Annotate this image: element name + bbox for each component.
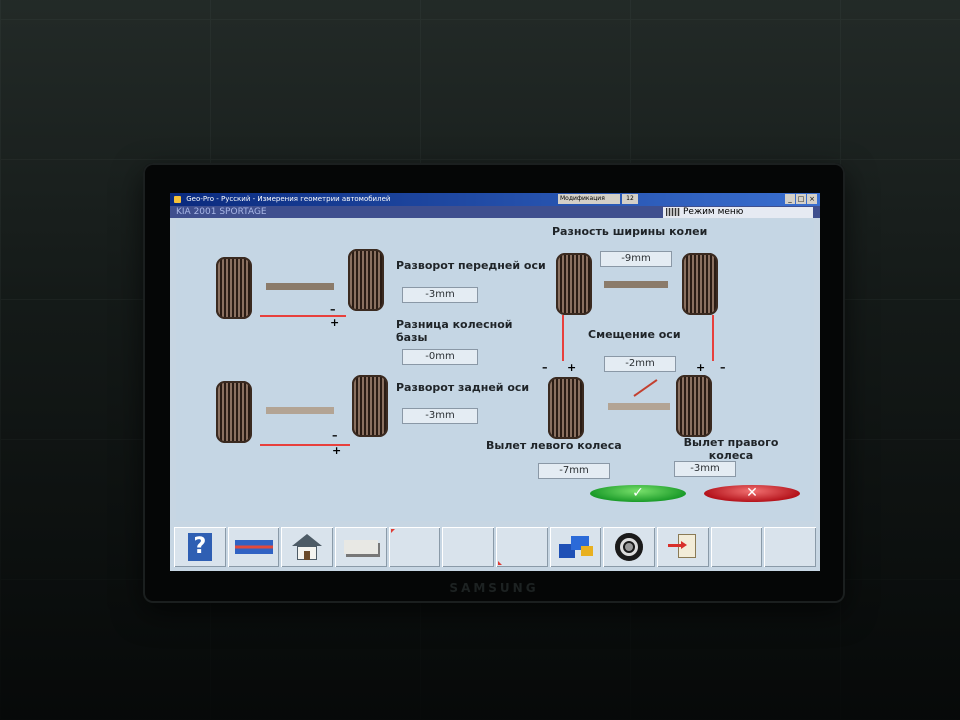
plate-icon [343,540,378,554]
app-icon [174,196,181,203]
vehicle-name: KIA 2001 SPORTAGE [176,207,267,217]
taskbar-item[interactable]: Модификация [558,194,620,204]
vehicle-flag-icon [234,540,273,554]
left-setback-value: -7mm [538,463,610,479]
empty-tool-1[interactable] [388,527,441,567]
menu-mode-label: Режим меню [683,207,744,217]
right-minus-sign: – [720,361,726,374]
rear-toe-indicator [260,444,350,446]
app-screen: Geo-Pro - Русский - Измерения геометрии … [170,193,820,571]
window-controls: _ □ × [785,194,817,204]
wheelbase-diff-label: Разница колесной базы [396,318,513,344]
empty-tool-3[interactable] [496,527,548,567]
check-icon: ✓ [632,485,644,501]
rear-view-left-tire [556,253,592,315]
empty-tool-4[interactable] [710,527,763,567]
window-title-bar: Geo-Pro - Русский - Измерения геометрии … [170,193,820,206]
wheelbase-diff-value: -0mm [402,349,478,365]
vehicle-bar: KIA 2001 SPORTAGE Режим меню [170,206,820,218]
machine-button[interactable] [549,527,602,567]
right-plus-sign: + [696,361,706,374]
rear-minus-sign: – [332,429,338,442]
window-title: Geo-Pro - Русский - Измерения геометрии … [186,195,391,203]
right-setback-label: Вылет правого колеса [683,436,779,462]
empty-tool-2[interactable] [442,527,495,567]
left-plus-sign: + [567,361,577,374]
bottom-toolbar: ? [174,527,817,567]
rear-axle [266,407,334,414]
rear-plus-sign: + [332,444,342,457]
rear-view-right-tire [682,253,718,315]
machine-icon [558,534,593,560]
front-view-axle [608,403,670,410]
rear-view-axle [604,281,668,288]
axle-offset-pointer [633,379,658,397]
rear-left-tire [216,381,252,443]
wheel-icon [615,533,644,561]
rear-toe-value: -3mm [402,408,478,424]
close-button[interactable]: × [807,194,817,204]
track-width-diff-value: -9mm [600,251,672,267]
home-icon [292,534,323,560]
axle-offset-value: -2mm [604,356,676,372]
cancel-button[interactable]: ✕ [704,485,800,502]
plate-button[interactable] [335,527,387,567]
help-button[interactable]: ? [174,527,226,567]
right-setback-value: -3mm [674,461,736,477]
front-plus-sign: + [330,316,340,329]
exit-icon [667,534,698,560]
menu-mode-button[interactable]: Режим меню [663,207,813,218]
wheel-button[interactable] [603,527,656,567]
help-icon: ? [187,533,212,561]
front-minus-sign: – [330,303,336,316]
rear-right-tire [352,375,388,437]
monitor-brand: SAMSUNG [449,581,539,595]
minimize-button[interactable]: _ [785,194,795,204]
taskbar-item-2[interactable]: 12 [622,194,638,204]
confirm-button[interactable]: ✓ [590,485,686,502]
front-left-tire [216,257,252,319]
home-button[interactable] [281,527,334,567]
rear-toe-label: Разворот задней оси [396,381,530,394]
empty-tool-5[interactable] [764,527,817,567]
maximize-button[interactable]: □ [796,194,806,204]
front-axle [266,283,334,290]
right-offset-line [712,315,714,361]
front-right-tire [348,249,384,311]
front-toe-indicator [260,315,346,317]
track-width-diff-label: Разность ширины колеи [552,225,708,238]
front-view-right-tire [676,375,712,437]
front-toe-label: Разворот передней оси [396,259,546,272]
axle-offset-label: Смещение оси [588,328,681,341]
left-offset-line [562,315,564,361]
front-view-left-tire [548,377,584,439]
menu-mode-icon [666,207,680,216]
measurement-panel: – + Разворот передней оси -3mm Разница к… [176,219,814,521]
front-toe-value: -3mm [402,287,478,303]
cross-icon: ✕ [746,485,758,501]
exit-button[interactable] [657,527,709,567]
corner-marker-icon [390,529,395,533]
corner-marker-icon [498,561,503,565]
left-setback-label: Вылет левого колеса [486,439,622,452]
vehicle-select-button[interactable] [227,527,280,567]
left-minus-sign: – [542,361,548,374]
